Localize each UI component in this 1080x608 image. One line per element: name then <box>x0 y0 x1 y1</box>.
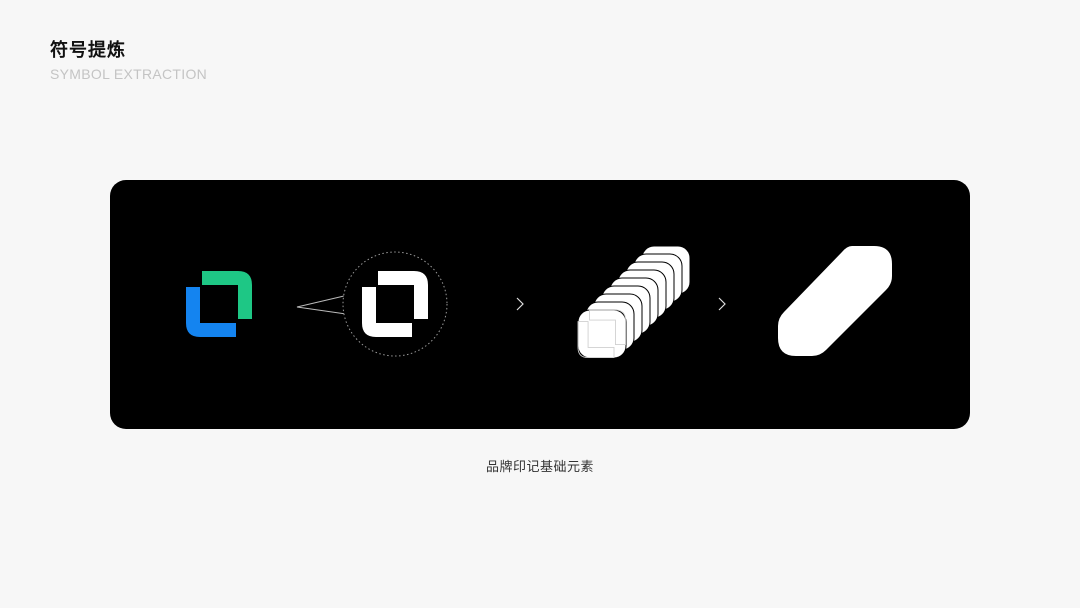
page-subtitle: SYMBOL EXTRACTION <box>50 66 208 82</box>
chevron-right-icon <box>516 297 524 311</box>
brand-logo-icon <box>186 271 252 337</box>
extrusion-stack-icon <box>577 245 691 359</box>
caption: 品牌印记基础元素 <box>485 460 594 475</box>
symbol-panel <box>110 180 970 429</box>
chevron-right-icon <box>718 297 726 311</box>
diagonal-pill-shape-icon <box>778 246 892 356</box>
page-title: 符号提炼 <box>50 40 126 61</box>
callout-pointer <box>296 295 347 315</box>
logo-mark-magnified-icon <box>342 251 448 357</box>
